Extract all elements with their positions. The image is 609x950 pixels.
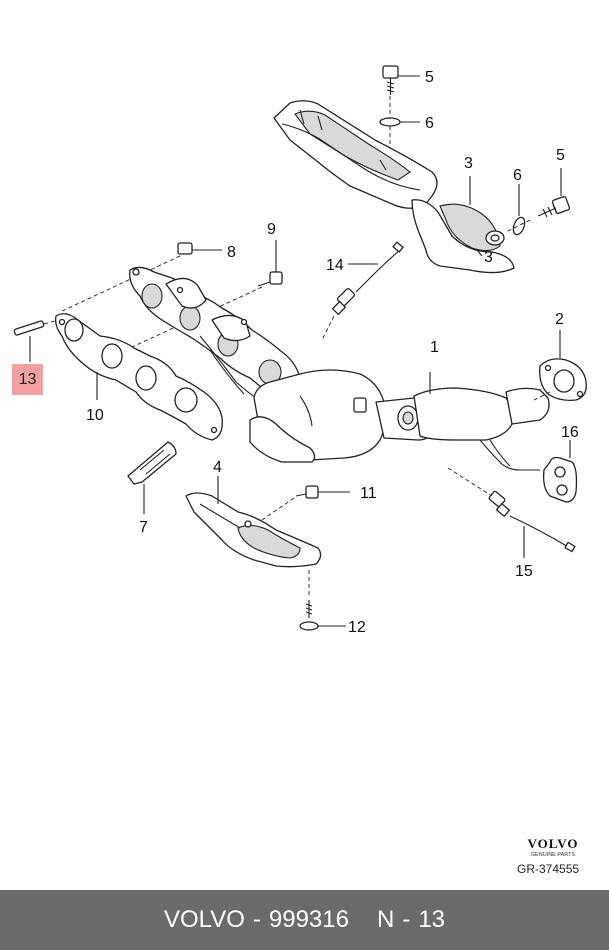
part-3-heat-shield-upper — [273, 100, 515, 274]
brand-logo-text: VOLVO — [527, 836, 579, 851]
callout-9: 9 — [267, 221, 276, 238]
footer-brand: VOLVO — [163, 906, 245, 933]
part-2-flange-gasket — [533, 330, 587, 402]
footer-bar: VOLVO - 999316 N - 13 — [0, 890, 609, 950]
footer-page-separator: - — [402, 906, 411, 933]
part-6-oring-right — [512, 184, 526, 236]
diagram-reference-code: GR-374555 — [517, 862, 580, 876]
callout-5-right: 5 — [556, 147, 565, 164]
footer-page-number: 13 — [418, 906, 446, 933]
part-8-nut — [59, 242, 222, 313]
callout-2: 2 — [555, 311, 564, 328]
part-7-bracket — [127, 441, 177, 514]
part-14-oxygen-sensor-upper — [321, 241, 404, 341]
callout-8: 8 — [227, 244, 236, 261]
callout-4: 4 — [213, 459, 222, 476]
callout-1: 1 — [430, 339, 439, 356]
part-6-oring-top — [379, 96, 420, 150]
callout-3-lower: 3 — [484, 249, 493, 266]
callout-7: 7 — [139, 519, 148, 536]
callout-12: 12 — [348, 619, 366, 636]
callout-10: 10 — [86, 407, 104, 424]
volvo-genuine-parts-logo: VOLVO GENUINE PARTS — [520, 836, 586, 858]
part-10-gasket — [54, 313, 223, 441]
callout-11: 11 — [360, 485, 377, 502]
part-13-stud-pin — [13, 319, 59, 362]
part-16-rubber-mount — [542, 440, 578, 503]
callout-16: 16 — [561, 424, 579, 441]
callout-15: 15 — [515, 563, 533, 580]
footer-separator: - — [252, 906, 261, 933]
part-15-oxygen-sensor-lower — [447, 467, 576, 558]
footer-part-number: 999316 — [268, 906, 349, 933]
footer-page-prefix: N — [376, 906, 395, 933]
exploded-parts-diagram: 1 2 3 3 4 5 5 6 6 7 8 9 10 11 12 14 15 1… — [13, 65, 587, 636]
part-4-heat-shield-lower — [185, 476, 322, 568]
brand-subtitle: GENUINE PARTS — [530, 852, 576, 858]
part-5-bolt-top — [382, 65, 420, 95]
callout-6-right: 6 — [513, 167, 522, 184]
part-11-bolt — [261, 485, 350, 521]
callout-5-top: 5 — [425, 69, 434, 86]
callout-14: 14 — [326, 257, 344, 274]
callout-6-top: 6 — [425, 115, 434, 132]
callout-3-upper: 3 — [464, 155, 473, 172]
exhaust-manifold — [129, 266, 302, 411]
part-5-bolt-right — [505, 168, 571, 233]
part-1-catalytic-converter — [249, 369, 550, 471]
highlighted-callout-13[interactable]: 13 — [12, 364, 43, 395]
part-12-bolt — [299, 570, 346, 631]
